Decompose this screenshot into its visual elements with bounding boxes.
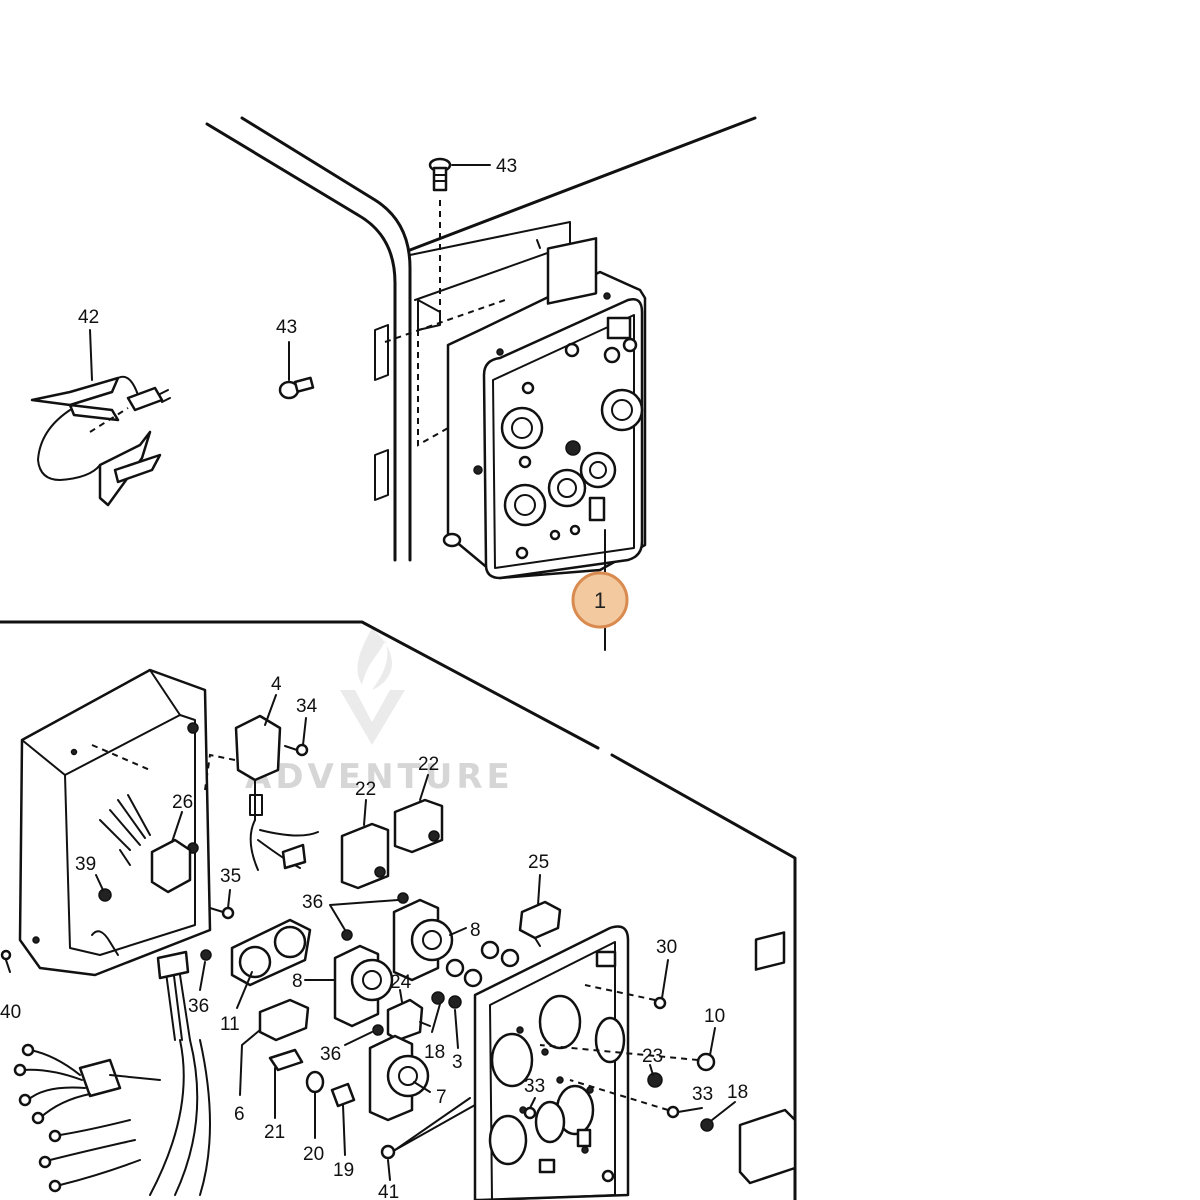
component-19: [330, 1082, 356, 1108]
nuts: [431, 940, 520, 1009]
label-30: 30: [656, 937, 677, 958]
label-25: 25: [528, 852, 549, 873]
label-41: 41: [378, 1182, 399, 1200]
label-42: 42: [78, 307, 99, 328]
front-faceplate: [473, 925, 630, 1200]
label-10: 10: [704, 1006, 725, 1027]
label-7: 7: [436, 1087, 447, 1108]
breaker-22-right: [393, 798, 444, 854]
screw-30: [584, 984, 667, 1010]
label-36-upper: 36: [302, 892, 323, 913]
relay-26: [99, 794, 192, 894]
screw-34: [284, 743, 309, 757]
component-4: [204, 714, 319, 871]
label-36-mid: 36: [188, 996, 209, 1017]
callout-label: 1: [594, 588, 606, 613]
label-26: 26: [172, 792, 193, 813]
label-8-lower: 8: [292, 971, 303, 992]
component-21: [268, 1048, 304, 1072]
label-21: 21: [264, 1122, 285, 1143]
label-23: 23: [642, 1046, 663, 1067]
label-18-mid: 18: [424, 1042, 445, 1063]
booster-cable-42: [30, 375, 171, 507]
label-43-top: 43: [496, 156, 517, 177]
receptacle-11: [200, 918, 312, 987]
component-20: [305, 1070, 325, 1094]
label-33-left: 33: [524, 1076, 545, 1097]
breaker-22-left: [340, 822, 390, 890]
label-20: 20: [303, 1144, 324, 1165]
screw-35: [209, 906, 235, 920]
label-22-right: 22: [418, 754, 439, 775]
panel-back-box: [18, 668, 212, 977]
label-6: 6: [234, 1104, 245, 1125]
label-18-right: 18: [727, 1082, 748, 1103]
label-8-upper: 8: [470, 920, 481, 941]
toggle-switch-24: [386, 998, 431, 1042]
screw-extra: [601, 1169, 615, 1183]
watermark-logo-icon: [340, 628, 405, 745]
receptacle-8-lower: [333, 929, 394, 1028]
label-22-left: 22: [355, 779, 376, 800]
switch-25: [518, 900, 562, 947]
screw-33-left: [523, 1106, 537, 1120]
meter-18: [700, 931, 797, 1185]
wire-harness: [13, 950, 211, 1196]
label-39: 39: [75, 854, 96, 875]
generator-housing: [205, 116, 757, 562]
component-6: [258, 998, 310, 1042]
label-19: 19: [333, 1160, 354, 1181]
screw-10: [539, 1044, 716, 1072]
label-24: 24: [390, 972, 412, 993]
callout-marker-1[interactable]: 1: [571, 571, 629, 629]
screw-41: [380, 1144, 396, 1160]
bolt-43-left: [278, 376, 315, 400]
label-43-left: 43: [276, 317, 297, 338]
label-4: 4: [271, 674, 282, 695]
label-34: 34: [296, 696, 318, 717]
screw-23: [647, 1072, 663, 1088]
label-36-lower: 36: [320, 1044, 341, 1065]
receptacle-8-upper: [392, 892, 454, 982]
watermark-text: ADVENTURE: [245, 757, 514, 797]
label-33-right: 33: [692, 1084, 713, 1105]
label-11: 11: [220, 1014, 240, 1035]
leader-lines: [5, 164, 736, 1181]
screw-39: [98, 888, 112, 902]
screw-40: [0, 949, 12, 961]
label-3: 3: [452, 1052, 463, 1073]
control-panel-assembly: [442, 237, 647, 580]
label-40: 40: [0, 1002, 21, 1023]
bolt-43-top: [428, 157, 452, 192]
receptacle-7: [368, 1024, 430, 1122]
part-labels: 43 43 42 4 34 22 22 26 39 35 25 36 8 8 3…: [0, 156, 748, 1200]
label-35: 35: [220, 866, 241, 887]
